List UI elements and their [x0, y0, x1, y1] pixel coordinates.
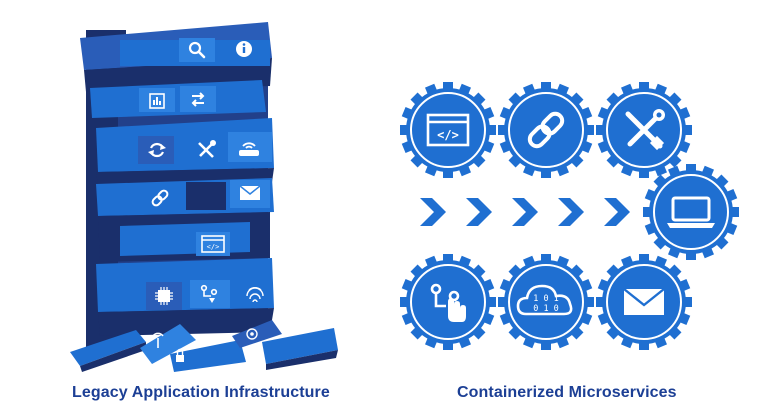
- chart-icon: [149, 93, 165, 109]
- code-window-icon: </>: [201, 235, 225, 253]
- svg-text:1 0 1: 1 0 1: [533, 294, 559, 304]
- svg-text:0 1 0: 0 1 0: [533, 304, 559, 314]
- gear-laptop: [643, 164, 739, 260]
- binary-cloud-icon: 1 0 1 0 1 0: [516, 284, 573, 316]
- antenna-icon: [152, 332, 164, 348]
- link-icon: [151, 189, 169, 207]
- transfer-icon: [191, 92, 205, 107]
- chevron-right-icon: [512, 198, 538, 226]
- gear-tools: [596, 82, 692, 178]
- refresh-icon: [148, 142, 166, 158]
- tools-icon: [198, 140, 216, 158]
- lock-icon: [176, 348, 184, 362]
- chevron-right-icon: [558, 198, 584, 226]
- info-icon: [236, 41, 252, 57]
- microservices-caption: Containerized Microservices: [457, 384, 677, 401]
- tools-icon: [625, 109, 665, 151]
- code-window-icon: </>: [426, 113, 470, 147]
- workflow-touch-icon: [430, 283, 466, 322]
- laptop-icon: [667, 196, 715, 228]
- router-icon: [239, 142, 259, 156]
- gear-link: [498, 82, 594, 178]
- chevron-right-icon: [420, 198, 446, 226]
- gear-code: </>: [400, 82, 496, 178]
- legacy-tower: [70, 22, 338, 372]
- svg-text:</>: </>: [207, 243, 220, 251]
- link-icon: [527, 111, 565, 149]
- gear-workflow-touch: [400, 254, 496, 350]
- fingerprint-icon: [246, 287, 264, 303]
- microservices-diagram: </>: [400, 82, 739, 350]
- chip-icon: [155, 287, 173, 305]
- chevron-right-icon: [604, 198, 630, 226]
- pointer-icon: [246, 328, 258, 340]
- gear-binary-cloud: 1 0 1 0 1 0: [498, 254, 594, 350]
- search-icon: [188, 41, 206, 59]
- workflow-icon: [200, 284, 218, 303]
- gear-mail: [596, 254, 692, 350]
- legacy-caption: Legacy Application Infrastructure: [72, 384, 330, 401]
- mail-icon: [239, 185, 261, 200]
- mail-icon: [623, 288, 665, 315]
- flow-arrows: [420, 198, 630, 226]
- chevron-right-icon: [466, 198, 492, 226]
- svg-text:</>: </>: [437, 128, 459, 142]
